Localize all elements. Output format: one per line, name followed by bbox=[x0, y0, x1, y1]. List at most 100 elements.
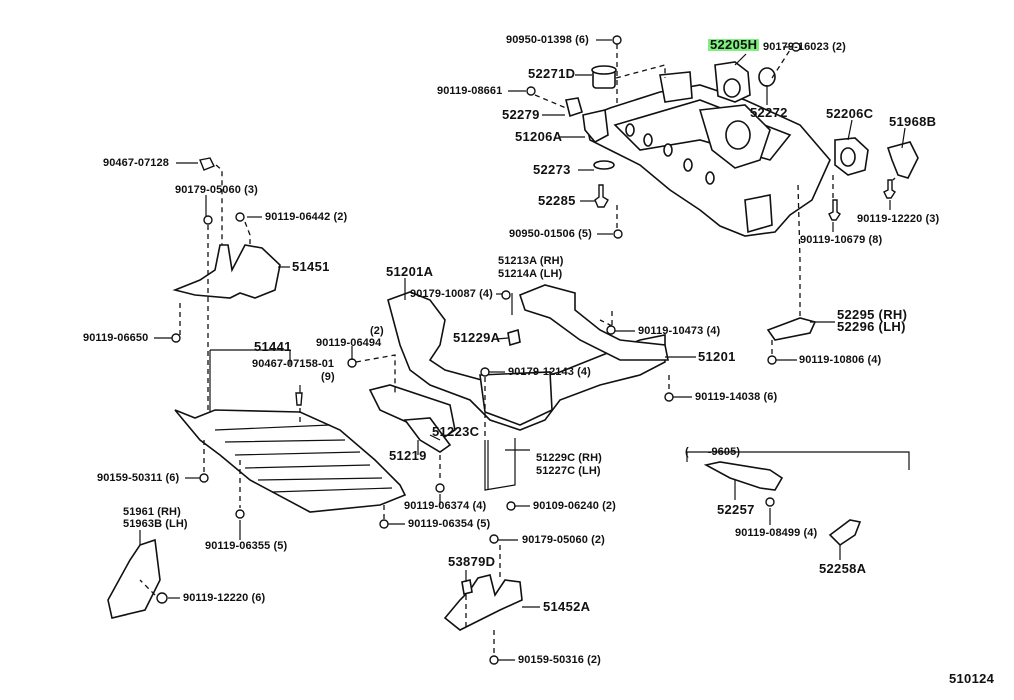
bolt-90119-10473 bbox=[606, 325, 616, 335]
label-90119-06354: 90119-06354 (5) bbox=[408, 518, 491, 530]
label-51229a: 51229A bbox=[453, 330, 501, 345]
label-51963b-lh: 51963B (LH) bbox=[123, 518, 188, 530]
label-51452a: 51452A bbox=[543, 599, 591, 614]
bolt-52285 bbox=[594, 184, 609, 208]
label-51219: 51219 bbox=[389, 448, 427, 463]
bushing-52271d bbox=[591, 65, 617, 89]
label-51441: 51441 bbox=[254, 339, 292, 354]
bolt-90119-06354 bbox=[379, 519, 389, 529]
label-90179-10087: 90179-10087 (4) bbox=[410, 288, 493, 300]
brace-52258a bbox=[828, 519, 862, 547]
label-90159-50316: 90159-50316 (2) bbox=[518, 654, 601, 666]
label-90119-08661: 90119-08661 bbox=[437, 85, 503, 97]
label-90119-06355: 90119-06355 (5) bbox=[205, 540, 288, 552]
label-52258a: 52258A bbox=[819, 561, 867, 576]
brace-52295 bbox=[766, 317, 817, 341]
nut-90950-01398 bbox=[612, 35, 622, 45]
label-52272: 52272 bbox=[750, 105, 788, 120]
bracket-52279 bbox=[565, 97, 583, 118]
bracket-51968b bbox=[886, 141, 919, 179]
label-51201a: 51201A bbox=[386, 264, 434, 279]
under-cover-51441 bbox=[174, 409, 407, 513]
label-90179-16023: 90179-16023 (2) bbox=[763, 41, 846, 53]
washer-52273 bbox=[593, 160, 615, 170]
label-51223c: 51223C bbox=[432, 424, 480, 439]
label-90119-06650: 90119-06650 bbox=[83, 332, 149, 344]
front-suspension-member bbox=[368, 284, 669, 453]
label-90119-06374: 90119-06374 (4) bbox=[404, 500, 487, 512]
label-52296-lh: 52296 (LH) bbox=[837, 319, 906, 334]
label-90467-07128: 90467-07128 bbox=[103, 157, 169, 169]
bolt-90119-06494 bbox=[347, 358, 357, 368]
label-51968b: 51968B bbox=[889, 114, 937, 129]
clip-90467-07158-01 bbox=[295, 392, 303, 406]
label-90109-06240: 90109-06240 (2) bbox=[533, 500, 616, 512]
bolt-90119-12220-3 bbox=[883, 179, 896, 199]
label-90119-10679: 90119-10679 (8) bbox=[800, 234, 883, 246]
label-52257: 52257 bbox=[717, 502, 755, 517]
label-90467-07158-01: 90467-07158-01 bbox=[252, 358, 335, 370]
bolt-90119-06650 bbox=[171, 333, 181, 343]
label-52205h-highlighted[interactable]: 52205H bbox=[708, 37, 760, 52]
label-52295-rh: 52295 (RH) bbox=[837, 307, 908, 322]
bolt-90119-08661 bbox=[526, 86, 536, 96]
bolt-90109-06240 bbox=[506, 501, 516, 511]
leader-lines bbox=[139, 39, 906, 661]
label-52279: 52279 bbox=[502, 107, 540, 122]
label-90119-10806: 90119-10806 (4) bbox=[799, 354, 882, 366]
label-51206a: 51206A bbox=[515, 129, 563, 144]
bushing-52205h bbox=[714, 61, 751, 103]
label-90119-12220-3: 90119-12220 (3) bbox=[857, 213, 940, 225]
label-date-range: ( -9605) bbox=[685, 446, 741, 458]
label-52206c: 52206C bbox=[826, 106, 874, 121]
bolt-90119-12220-6 bbox=[156, 592, 168, 604]
label-51201: 51201 bbox=[698, 349, 736, 364]
label-51961-rh: 51961 (RH) bbox=[123, 506, 181, 518]
date-range-bracket-line bbox=[686, 451, 910, 470]
shield-51451 bbox=[172, 244, 281, 299]
label-90950-01398: 90950-01398 (6) bbox=[506, 34, 589, 46]
label-90119-12220-6: 90119-12220 (6) bbox=[183, 592, 266, 604]
label-90159-50311: 90159-50311 (6) bbox=[97, 472, 180, 484]
bolt-90119-14038 bbox=[664, 392, 674, 402]
label-52273: 52273 bbox=[533, 162, 571, 177]
dashed-assembly-lines bbox=[139, 44, 896, 655]
nut-53879d bbox=[461, 579, 473, 595]
label-90119-06494: 90119-06494 bbox=[316, 337, 382, 349]
label-52271d: 52271D bbox=[528, 66, 576, 81]
bolt-90119-06442 bbox=[235, 212, 245, 222]
bracket-51961 bbox=[107, 538, 161, 619]
rods-51229c bbox=[484, 438, 516, 491]
bolt-90119-08499 bbox=[765, 497, 775, 507]
label-53879d: 53879D bbox=[448, 554, 496, 569]
label-90119-14038: 90119-14038 (6) bbox=[695, 391, 778, 403]
label-90119-06494-qty: (2) bbox=[370, 325, 384, 337]
nut-90179-16023 bbox=[791, 42, 801, 52]
label-90119-08499: 90119-08499 (4) bbox=[735, 527, 818, 539]
label-51213a-rh: 51213A (RH) bbox=[498, 255, 564, 267]
nut-90179-05060-2 bbox=[489, 534, 499, 544]
label-90467-07158-01-qty: (9) bbox=[321, 371, 335, 383]
label-90119-06442: 90119-06442 (2) bbox=[265, 211, 348, 223]
nut-90179-05060-3 bbox=[203, 215, 213, 225]
label-90179-05060-3: 90179-05060 (3) bbox=[175, 184, 258, 196]
nut-90179-10087 bbox=[501, 290, 511, 300]
label-51227c-lh: 51227C (LH) bbox=[536, 465, 601, 477]
label-51229c-rh: 51229C (RH) bbox=[536, 452, 602, 464]
bolt-90159-50316 bbox=[489, 655, 499, 665]
brace-52257 bbox=[703, 461, 784, 491]
label-51214a-lh: 51214A (LH) bbox=[498, 268, 563, 280]
illustration-code: 510124 bbox=[949, 671, 995, 686]
clip-90467-07128 bbox=[199, 157, 215, 171]
shield-51452a bbox=[443, 574, 523, 631]
bolt-90119-10806 bbox=[767, 355, 777, 365]
nut-90950-01506 bbox=[613, 229, 623, 239]
bracket-51229a bbox=[507, 328, 521, 347]
bolt-90119-06355 bbox=[235, 509, 245, 519]
bushing-52206c bbox=[834, 137, 869, 176]
nut-90179-12143 bbox=[480, 367, 490, 377]
label-52285: 52285 bbox=[538, 193, 576, 208]
bolt-90119-10679 bbox=[828, 199, 841, 221]
